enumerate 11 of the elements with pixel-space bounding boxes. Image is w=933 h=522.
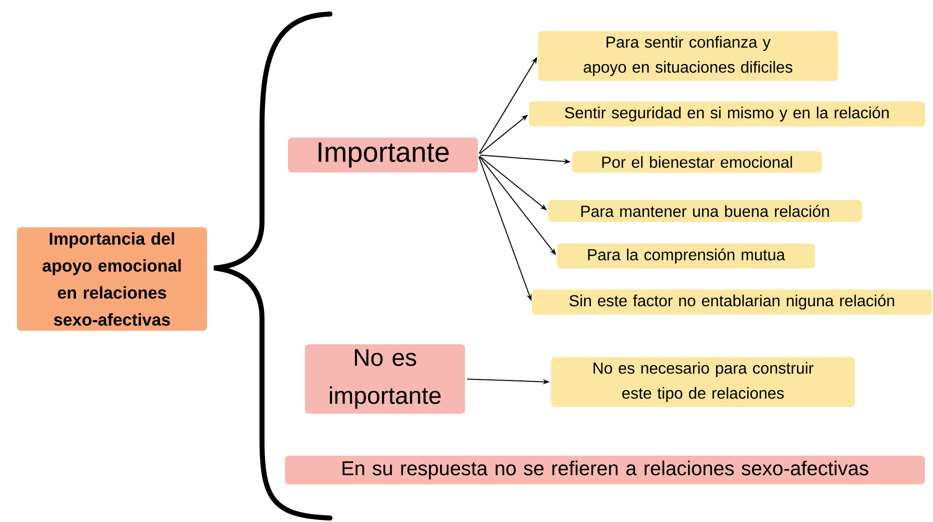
reason-box: Sentir seguridad en si mismo y en la relación	[529, 101, 926, 127]
category-box: Importante	[288, 137, 478, 173]
reason-box: Por el bienestar emocional	[572, 151, 822, 173]
category-box: No es importante	[305, 344, 465, 414]
response-box: En su respuesta no se refieren a relaciones sexo-afectivas	[285, 456, 926, 484]
topic-box: Importancia del apoyo emocional en relaciones sexo-afectivas	[17, 227, 207, 331]
reason-box: No es necesario para construir este tipo de relaciones	[551, 357, 856, 407]
reason-box: Sin este factor no entablarian niguna relación	[532, 289, 932, 315]
reason-box: Para mantener una buena relación	[548, 200, 862, 222]
reason-box: Para la comprensión mutua	[557, 243, 815, 269]
reason-box: Para sentir confianza y apoyo en situaciones dificiles	[538, 31, 838, 81]
